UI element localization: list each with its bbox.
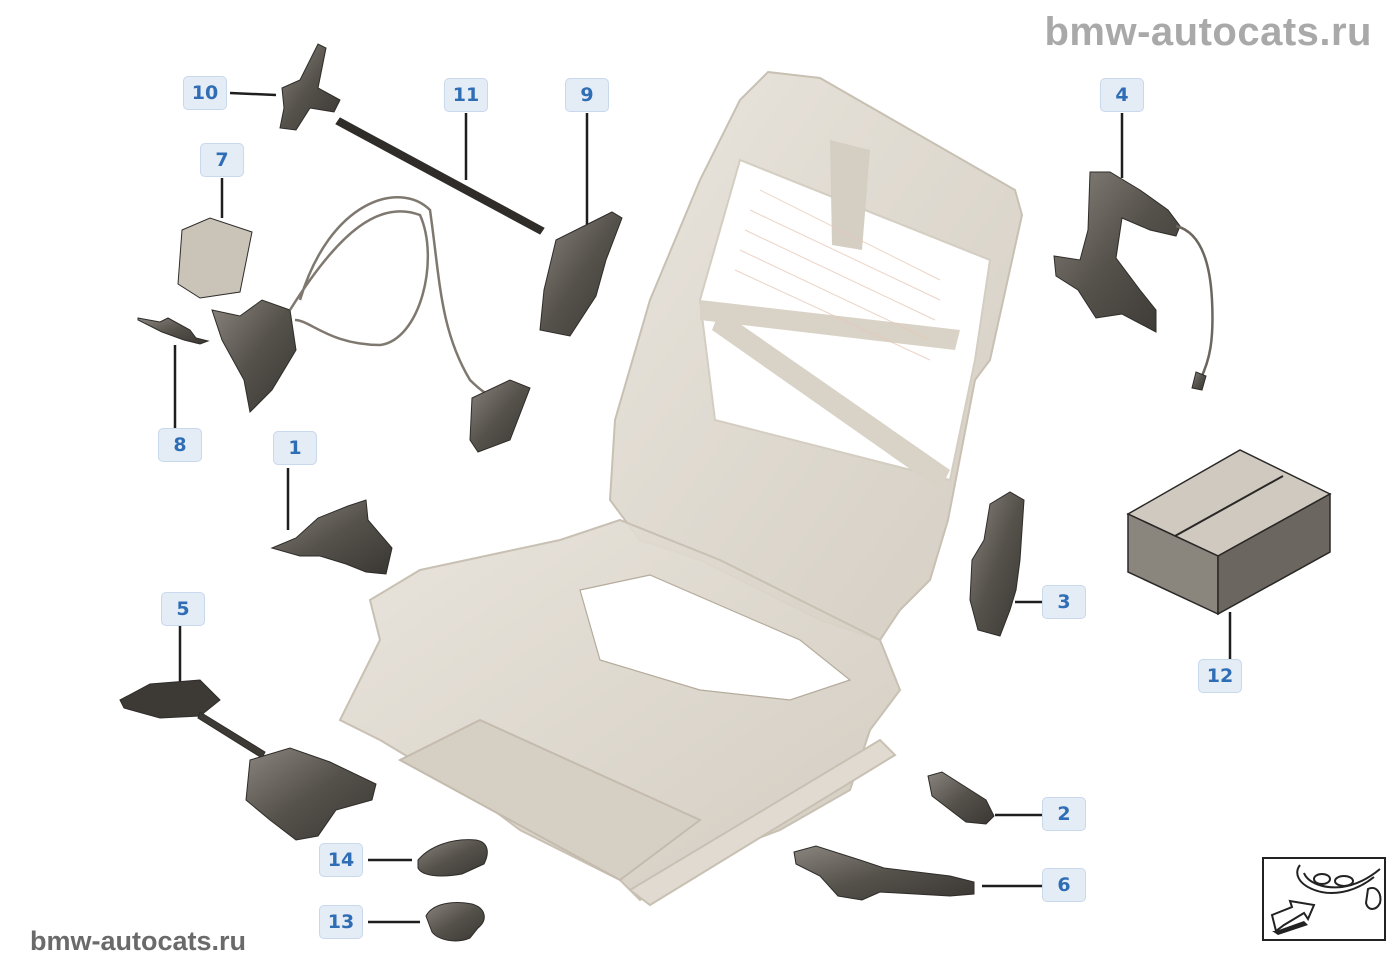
watermark-top: bmw-autocats.ru: [1044, 10, 1372, 54]
part-8-spring: [137, 317, 210, 345]
part-7-bracket: [177, 217, 253, 299]
part-4-cable: [1175, 224, 1214, 381]
part-5-motor: [245, 747, 377, 841]
part-9-motor: [539, 211, 623, 337]
callout-13[interactable]: 13: [319, 905, 363, 939]
navigation-thumbnail[interactable]: [1262, 857, 1386, 941]
part-3-motor: [969, 491, 1025, 637]
part-14-cap: [417, 839, 488, 877]
callout-3[interactable]: 3: [1042, 585, 1086, 619]
part-6-shaft: [793, 845, 975, 901]
callout-4[interactable]: 4: [1100, 78, 1144, 112]
car-front-arrow-icon: [1270, 864, 1382, 935]
callout-5[interactable]: 5: [161, 592, 205, 626]
part-1-motor: [270, 499, 393, 575]
seat-frame: [338, 70, 1024, 907]
part-13-grommet: [425, 902, 485, 942]
callout-2[interactable]: 2: [1042, 797, 1086, 831]
leader-lines: [173, 91, 1232, 924]
callout-6[interactable]: 6: [1042, 868, 1086, 902]
part-12-box: [1126, 449, 1332, 616]
watermark-bottom: bmw-autocats.ru: [30, 926, 247, 956]
callout-8[interactable]: 8: [158, 428, 202, 462]
callout-11[interactable]: 11: [444, 78, 488, 112]
part-2-sleeve: [927, 771, 995, 825]
callout-14[interactable]: 14: [319, 843, 363, 877]
callout-9[interactable]: 9: [565, 78, 609, 112]
part-7-motor: [211, 299, 297, 414]
part-7-clip: [469, 379, 531, 453]
part-5-rod: [197, 711, 266, 759]
callout-12[interactable]: 12: [1198, 659, 1242, 693]
part-11-rod: [335, 117, 545, 235]
callout-1[interactable]: 1: [273, 431, 317, 465]
part-4-bracket: [1053, 171, 1181, 333]
callout-7[interactable]: 7: [200, 143, 244, 177]
part-7-cable: [288, 195, 506, 399]
part-5-pad: [119, 679, 221, 719]
part-10-lever: [279, 43, 341, 131]
part-4-connector: [1191, 371, 1207, 391]
callout-10[interactable]: 10: [183, 76, 227, 110]
